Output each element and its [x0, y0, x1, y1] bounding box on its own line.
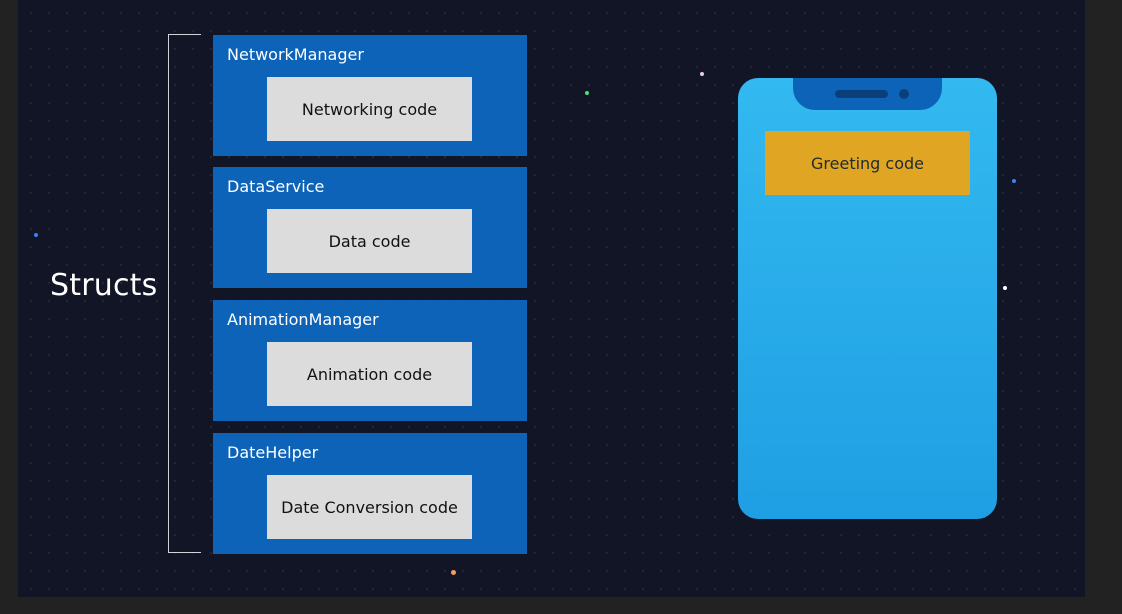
decorative-dot [1003, 286, 1007, 290]
decorative-dot [34, 233, 38, 237]
code-box: Data code [267, 209, 472, 273]
decorative-dot [585, 91, 589, 95]
struct-name: DateHelper [227, 443, 319, 462]
phone-notch [793, 78, 942, 110]
struct-date-helper: DateHelper Date Conversion code [213, 433, 527, 554]
decorative-dot [700, 72, 704, 76]
code-box: Date Conversion code [267, 475, 472, 539]
struct-name: AnimationManager [227, 310, 379, 329]
speaker-icon [835, 90, 888, 98]
struct-name: NetworkManager [227, 45, 364, 64]
structs-bracket [168, 34, 201, 553]
greeting-code-box: Greeting code [765, 131, 970, 195]
decorative-dot [1012, 179, 1016, 183]
structs-label: Structs [50, 268, 158, 303]
camera-icon [899, 89, 909, 99]
struct-animation-manager: AnimationManager Animation code [213, 300, 527, 421]
struct-name: DataService [227, 177, 325, 196]
code-box: Networking code [267, 77, 472, 141]
decorative-dot [451, 570, 456, 575]
struct-data-service: DataService Data code [213, 167, 527, 288]
code-box: Animation code [267, 342, 472, 406]
struct-network-manager: NetworkManager Networking code [213, 35, 527, 156]
phone-mockup: Greeting code [738, 78, 997, 519]
